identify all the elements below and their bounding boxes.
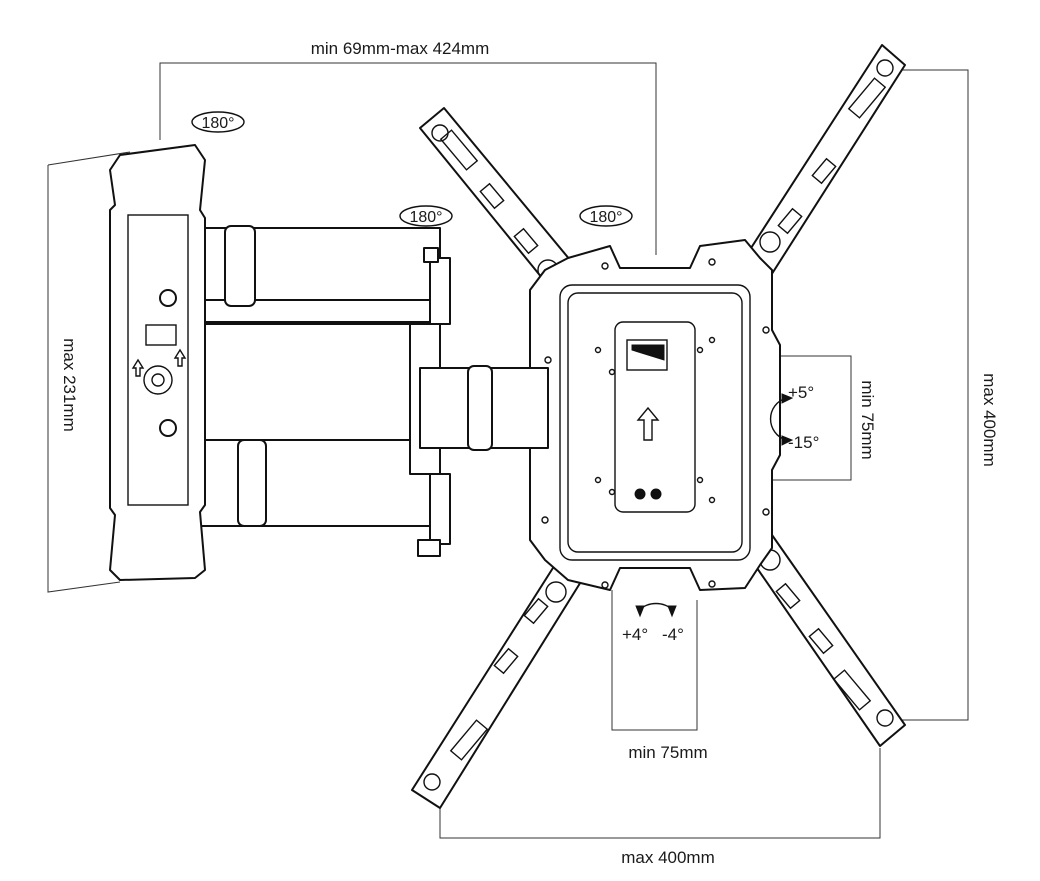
rotation-marker-head: 180° xyxy=(579,205,633,227)
vesa-height-label: max 400mm xyxy=(980,373,999,467)
tilt-arrow-icon xyxy=(781,393,794,404)
vesa-min-width-label: min 75mm xyxy=(628,743,707,762)
vesa-arm-bottom-right xyxy=(747,534,906,747)
vesa-arm-bottom-left xyxy=(411,559,583,809)
arm-extension-label: min 69mm-max 424mm xyxy=(311,39,490,58)
rotation-marker-wall: 180° xyxy=(191,111,245,133)
rotation-label-arm: 180° xyxy=(409,209,442,226)
level-arrow-icon xyxy=(635,605,645,618)
rotation-label-head: 180° xyxy=(589,209,622,226)
vesa-min-height-label: min 75mm xyxy=(858,380,877,459)
tilt-down-label: -15° xyxy=(788,433,819,452)
forearm xyxy=(409,323,549,475)
dimension-lines xyxy=(47,62,969,839)
head-plate xyxy=(529,239,781,591)
wall-plate xyxy=(109,144,206,581)
level-minus-label: -4° xyxy=(662,625,684,644)
rotation-marker-arm: 180° xyxy=(399,205,453,227)
level-indicator: +4° -4° xyxy=(622,602,684,644)
wall-plate-height-label: max 231mm xyxy=(60,338,79,432)
tilt-indicator: +5° -15° xyxy=(769,383,819,452)
rotation-label-wall: 180° xyxy=(201,115,234,132)
tilt-up-label: +5° xyxy=(788,383,814,402)
level-plus-label: +4° xyxy=(622,625,648,644)
vesa-arm-top-right xyxy=(741,44,906,281)
vesa-width-label: max 400mm xyxy=(621,848,715,867)
